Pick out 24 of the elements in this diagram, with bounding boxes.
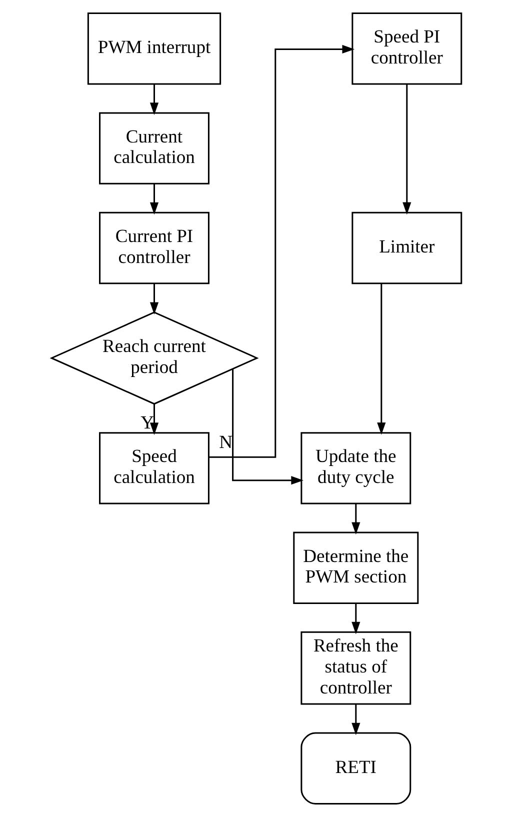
node-box: Limiter [352, 212, 462, 284]
arrow [150, 283, 159, 315]
arrow [402, 84, 412, 215]
node-box: Current PI controller [99, 212, 210, 284]
node-box: PWM interrupt [87, 12, 222, 85]
arrow [150, 404, 159, 435]
node-box: Refresh the status of controller [300, 631, 412, 705]
arrow [150, 184, 159, 215]
node-box: Update the duty cycle [300, 432, 412, 504]
arrow [352, 603, 360, 634]
node-diamond: Reach current period [50, 311, 259, 405]
node-box: Current calculation [99, 112, 210, 184]
edge-label: Y [140, 412, 154, 434]
arrow [232, 368, 304, 485]
node-box: Speed calculation [99, 432, 210, 504]
arrow [352, 704, 360, 736]
node-box: Determine the PWM section [293, 532, 419, 604]
edge-label: N [219, 432, 233, 454]
arrow [150, 84, 159, 115]
arrow [352, 504, 360, 534]
arrow [377, 283, 386, 435]
node-box: Speed PI controller [352, 12, 462, 85]
node-box: RETI [300, 732, 412, 804]
arrow [208, 44, 355, 458]
